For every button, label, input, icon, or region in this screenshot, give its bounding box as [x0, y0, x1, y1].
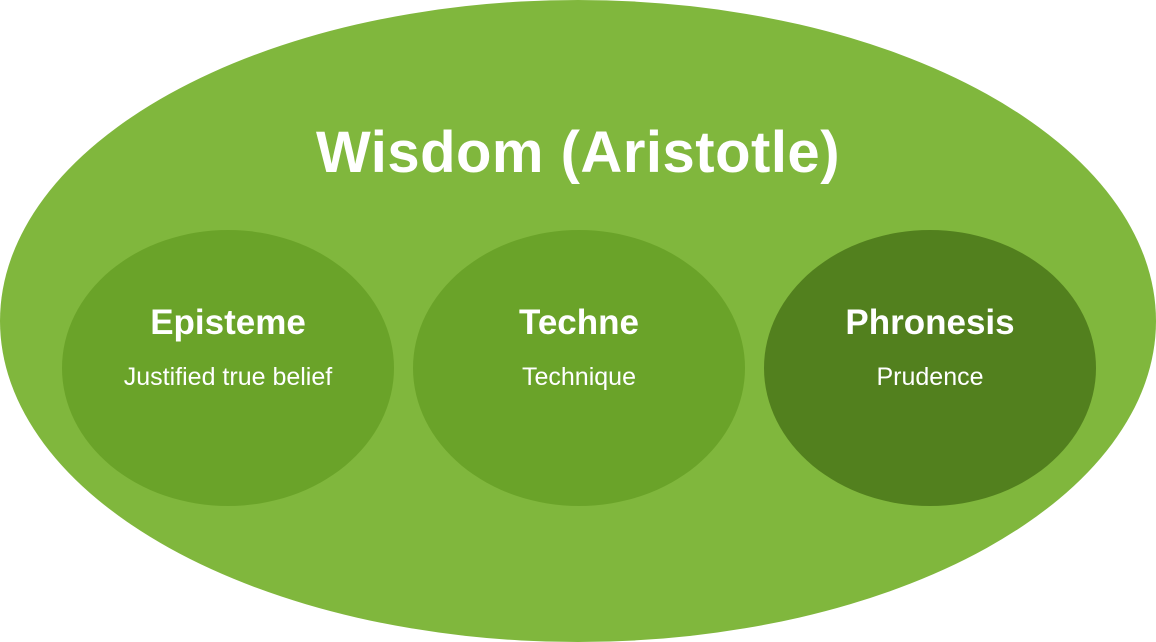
phronesis-circle: Phronesis Prudence: [764, 230, 1096, 506]
episteme-description: Justified true belief: [123, 363, 333, 391]
techne-description: Technique: [522, 363, 636, 391]
episteme-label: Episteme: [150, 303, 306, 342]
episteme-circle: Episteme Justified true belief: [62, 230, 394, 506]
phronesis-description: Prudence: [876, 363, 984, 391]
diagram-title: Wisdom (Aristotle): [315, 120, 841, 185]
techne-label: Techne: [519, 303, 639, 342]
phronesis-label: Phronesis: [845, 303, 1015, 342]
techne-circle: Techne Technique: [413, 230, 745, 506]
